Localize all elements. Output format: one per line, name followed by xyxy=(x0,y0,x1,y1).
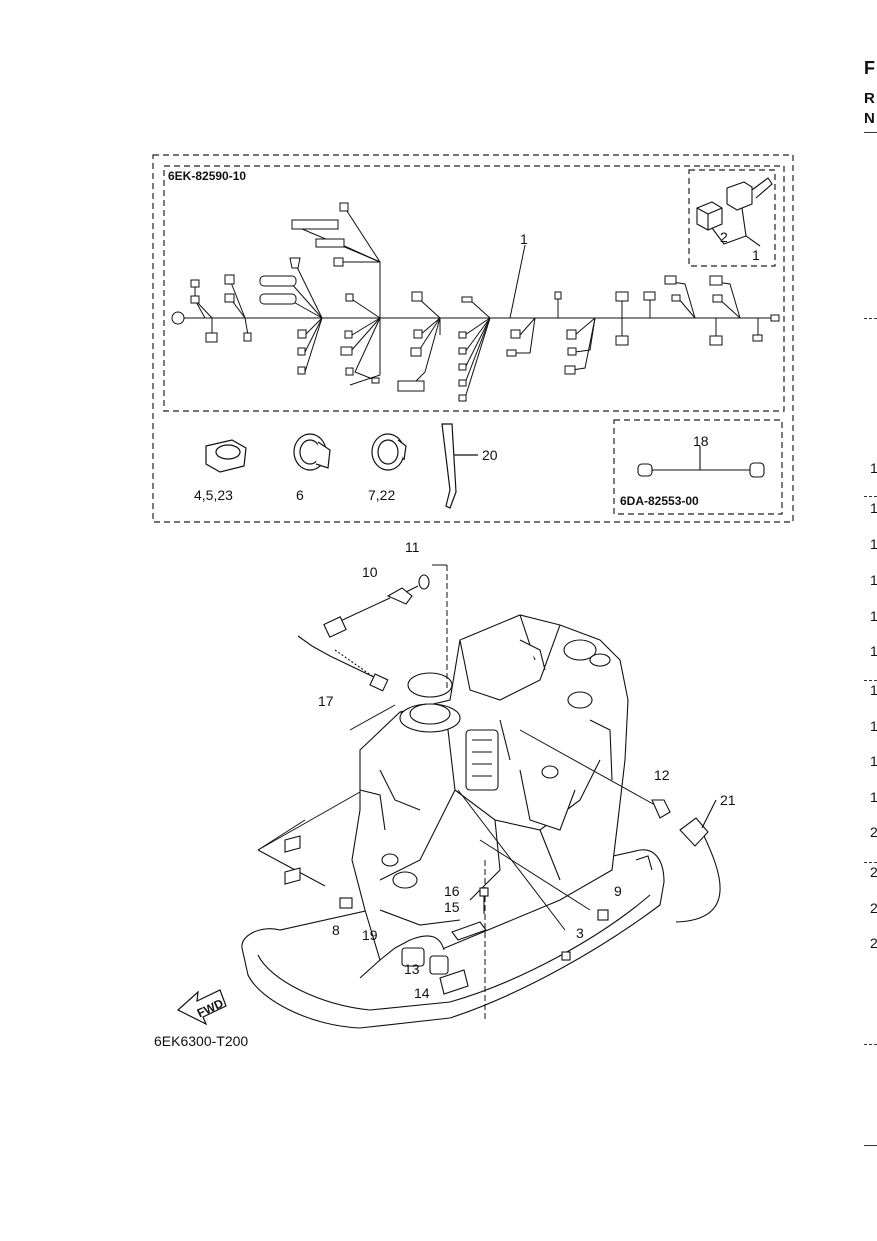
subharness-part-number: 6DA-82553-00 xyxy=(620,494,699,508)
callout-9: 9 xyxy=(614,883,622,899)
callout-11: 11 xyxy=(405,539,420,555)
edge-number: 1 xyxy=(870,572,877,588)
edge-number: 2 xyxy=(870,864,877,880)
harness-part-number: 6EK-82590-10 xyxy=(168,169,246,183)
edge-number: 2 xyxy=(870,824,877,840)
callout-17: 17 xyxy=(318,693,334,709)
edge-dash xyxy=(864,318,877,319)
inset-connectors xyxy=(696,177,773,247)
wire-harness xyxy=(182,207,772,399)
callout-12: 12 xyxy=(654,767,670,783)
edge-number: 1 xyxy=(870,753,877,769)
edge-number: 2 xyxy=(870,935,877,951)
edge-number: 2 xyxy=(870,900,877,916)
edge-number: 1 xyxy=(870,718,877,734)
edge-number: 1 xyxy=(870,460,877,476)
callout-19: 19 xyxy=(362,927,378,943)
edge-number: 1 xyxy=(870,608,877,624)
callout-7-22: 7,22 xyxy=(368,487,395,503)
edge-number: 1 xyxy=(870,789,877,805)
clamps xyxy=(205,423,478,509)
edge-letter-3: N xyxy=(864,110,875,127)
callout-10: 10 xyxy=(362,564,378,580)
edge-rule xyxy=(864,132,877,133)
callout-14: 14 xyxy=(414,985,430,1001)
engine-block xyxy=(241,614,665,1029)
edge-letter-2: R xyxy=(864,90,875,107)
callout-16: 16 xyxy=(444,883,460,899)
edge-number: 1 xyxy=(870,643,877,659)
edge-rule xyxy=(864,1145,877,1146)
callout-1: 1 xyxy=(520,231,528,247)
callout-6: 6 xyxy=(296,487,304,503)
kit-frame xyxy=(152,154,794,523)
callout-1b: 1 xyxy=(752,247,760,263)
edge-letter-1: F xyxy=(864,58,875,78)
sub-harness xyxy=(637,446,765,478)
callout-20: 20 xyxy=(482,447,498,463)
callout-18: 18 xyxy=(693,433,709,449)
harness-connectors xyxy=(171,202,780,402)
callout-3: 3 xyxy=(576,925,584,941)
edge-number: 1 xyxy=(870,500,877,516)
figure-code: 6EK6300-T200 xyxy=(154,1033,248,1049)
edge-dash xyxy=(864,862,877,863)
leader-lines xyxy=(257,564,656,1020)
callout-4-5-23: 4,5,23 xyxy=(194,487,233,503)
callout-21: 21 xyxy=(720,792,736,808)
edge-dash xyxy=(864,1044,877,1045)
engine-parts xyxy=(284,574,721,995)
edge-dash xyxy=(864,496,877,497)
callout-15: 15 xyxy=(444,899,460,915)
callout-2: 2 xyxy=(720,229,728,245)
edge-dash xyxy=(864,680,877,681)
callout-8: 8 xyxy=(332,922,340,938)
fwd-arrow-icon: FWD xyxy=(176,989,227,1026)
edge-number: 1 xyxy=(870,536,877,552)
callout-13: 13 xyxy=(404,961,420,977)
edge-number: 1 xyxy=(870,682,877,698)
